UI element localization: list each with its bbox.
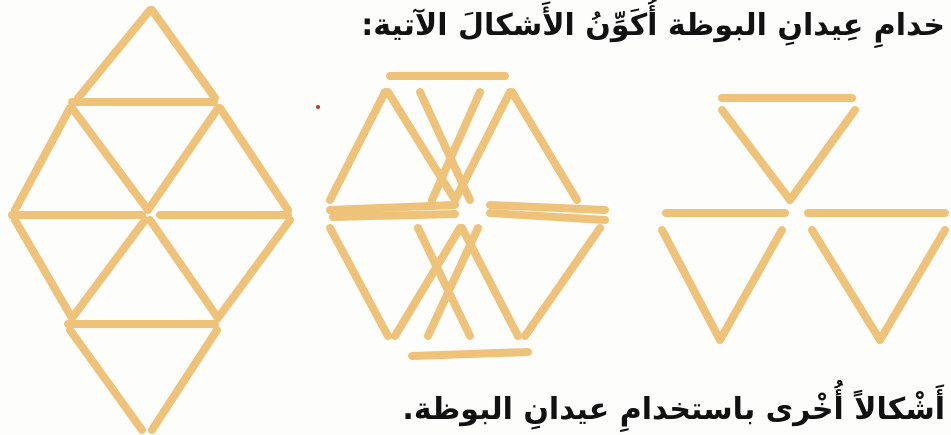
rhombus-stick <box>152 330 217 430</box>
pinwheel-stick <box>722 110 790 200</box>
hexagon-stick <box>330 205 455 210</box>
pinwheel-stick <box>720 230 782 340</box>
rhombus-stick <box>15 220 72 318</box>
pinwheel-stick <box>662 230 720 340</box>
stray-dot <box>316 105 320 109</box>
hexagon-stick <box>330 228 388 336</box>
rhombus-stick <box>15 108 70 210</box>
rhombus-stick <box>70 330 142 430</box>
hexagon-stick <box>333 214 455 217</box>
pinwheel-stick <box>880 230 945 340</box>
rhombus-stick <box>72 220 145 318</box>
hexagon-stick <box>412 352 528 356</box>
pinwheel-stick <box>812 230 880 340</box>
hexagon-stick <box>525 228 600 336</box>
rhombus-stick <box>150 220 218 318</box>
rhombus-stick <box>148 108 218 210</box>
rhombus-stick <box>152 10 215 98</box>
rhombus-stick <box>78 10 150 98</box>
hexagon-stick <box>490 205 605 210</box>
bottom-instruction-text: أَشْكالاً أُخْرى باستخدامِ عيدانِ البوظة… <box>325 388 945 432</box>
hexagon-stick <box>512 92 577 200</box>
hexagon-stick <box>490 213 605 220</box>
rhombus-stick <box>218 220 290 318</box>
hexagon-stick <box>432 92 480 200</box>
rhombus-stick <box>220 108 288 210</box>
pinwheel-stick <box>790 110 855 200</box>
rhombus-stick <box>72 108 148 210</box>
hexagon-stick <box>330 92 385 200</box>
